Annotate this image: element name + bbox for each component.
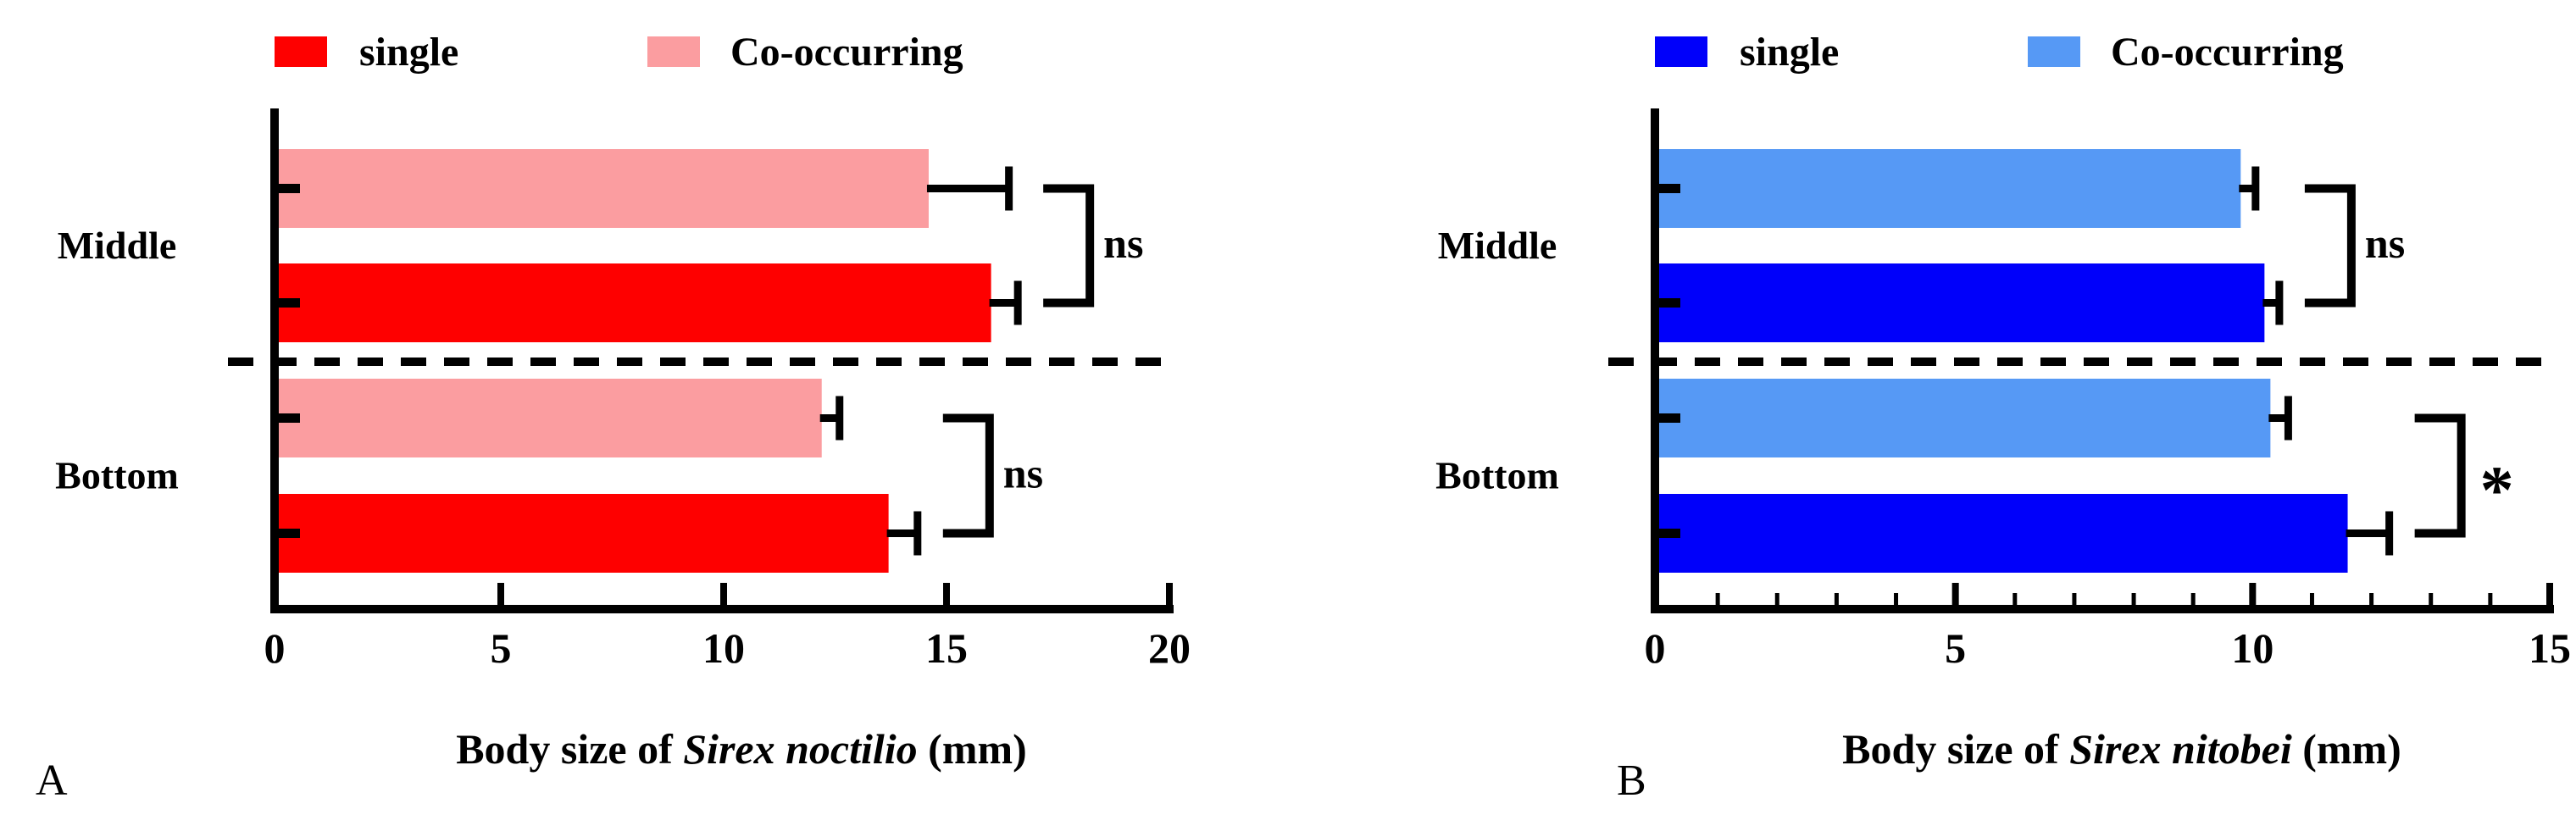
x-axis-minor-tick bbox=[1834, 593, 1839, 605]
x-axis-minor-tick bbox=[2369, 593, 2374, 605]
significance-bracket-middle bbox=[2304, 184, 2356, 308]
x-axis-minor-tick bbox=[2012, 593, 2018, 605]
x-axis-major-tick bbox=[943, 583, 950, 605]
y-axis-tick bbox=[1658, 529, 1680, 538]
x-tick-label: 5 bbox=[1945, 624, 1966, 672]
x-axis-major-tick bbox=[720, 583, 727, 605]
bar-co-occurring-middle bbox=[278, 149, 929, 228]
x-axis-minor-tick bbox=[2488, 593, 2493, 605]
x-axis-major-tick bbox=[2249, 583, 2257, 605]
x-tick-label: 10 bbox=[2231, 624, 2273, 672]
y-axis-tick bbox=[278, 298, 300, 308]
x-tick-label: 10 bbox=[702, 624, 745, 672]
error-bar-line bbox=[2262, 299, 2279, 307]
error-bar-line bbox=[2268, 414, 2289, 422]
error-bar-line bbox=[2239, 185, 2256, 192]
legend-swatch-co-occurring bbox=[2028, 36, 2080, 67]
x-tick-label: 15 bbox=[2529, 624, 2571, 672]
y-axis-tick bbox=[1658, 184, 1680, 193]
x-axis-title: Body size of Sirex noctilio (mm) bbox=[456, 725, 1027, 773]
error-bar-cap bbox=[2275, 280, 2284, 325]
significance-label-middle: ns bbox=[1103, 219, 1143, 267]
legend-swatch-single bbox=[1655, 36, 1707, 67]
error-bar-line bbox=[886, 529, 918, 537]
error-bar-cap bbox=[2385, 511, 2394, 556]
x-axis-major-tick bbox=[2546, 583, 2553, 605]
y-axis-line bbox=[270, 108, 279, 613]
bar-single-middle bbox=[278, 263, 991, 342]
category-label-middle: Middle bbox=[58, 224, 177, 267]
x-axis-minor-tick bbox=[1894, 593, 1899, 605]
x-axis-minor-tick bbox=[2429, 593, 2434, 605]
error-bar-cap bbox=[913, 511, 922, 556]
x-axis-title-suffix: (mm) bbox=[2292, 725, 2401, 773]
category-label-middle: Middle bbox=[1438, 224, 1557, 267]
significance-label-middle: ns bbox=[2365, 219, 2405, 267]
x-axis-title-prefix: Body size of bbox=[1842, 725, 2069, 773]
error-bar-line bbox=[2346, 529, 2390, 537]
category-label-bottom: Bottom bbox=[55, 454, 179, 497]
x-axis-minor-tick bbox=[2309, 593, 2314, 605]
x-axis-title-species: Sirex nitobei bbox=[2069, 725, 2292, 773]
panel-letter-b: B bbox=[1617, 757, 1646, 805]
x-axis-line bbox=[270, 605, 1174, 613]
legend-label-co-occurring: Co-occurring bbox=[2111, 30, 2344, 75]
x-axis-line bbox=[1651, 605, 2554, 613]
significance-bracket-bottom bbox=[942, 413, 994, 538]
legend-swatch-single bbox=[275, 36, 327, 67]
y-axis-tick bbox=[278, 184, 300, 193]
legend-label-single: single bbox=[359, 30, 458, 75]
x-tick-label: 20 bbox=[1148, 624, 1191, 672]
y-axis-tick bbox=[278, 529, 300, 538]
x-axis-title-species: Sirex noctilio bbox=[683, 725, 917, 773]
x-axis-title: Body size of Sirex nitobei (mm) bbox=[1842, 725, 2401, 773]
error-bar-cap bbox=[1005, 166, 1013, 211]
bar-single-bottom bbox=[278, 494, 889, 573]
x-tick-label: 0 bbox=[264, 624, 286, 672]
x-axis-minor-tick bbox=[1774, 593, 1779, 605]
x-axis-major-tick bbox=[1166, 583, 1173, 605]
bar-co-occurring-bottom bbox=[1658, 379, 2271, 457]
x-tick-label: 15 bbox=[925, 624, 968, 672]
y-axis-tick bbox=[1658, 298, 1680, 308]
y-axis-tick bbox=[1658, 413, 1680, 423]
x-axis-major-tick bbox=[1951, 583, 1959, 605]
error-bar-line bbox=[926, 185, 1009, 192]
error-bar-cap bbox=[2251, 166, 2260, 211]
significance-bracket-bottom bbox=[2414, 413, 2466, 538]
significance-label-bottom: * bbox=[2480, 454, 2514, 529]
x-axis-title-prefix: Body size of bbox=[456, 725, 683, 773]
x-axis-minor-tick bbox=[2072, 593, 2077, 605]
panel-letter-a: A bbox=[36, 757, 68, 805]
significance-label-bottom: ns bbox=[1003, 450, 1043, 497]
significance-bracket-middle bbox=[1043, 184, 1095, 308]
legend-swatch-co-occurring bbox=[647, 36, 700, 67]
bar-single-middle bbox=[1658, 263, 2265, 342]
error-bar-line bbox=[989, 299, 1019, 307]
x-axis-minor-tick bbox=[2190, 593, 2196, 605]
y-axis-tick bbox=[278, 413, 300, 423]
y-axis-line bbox=[1651, 108, 1659, 613]
error-bar-cap bbox=[836, 396, 844, 441]
category-label-bottom: Bottom bbox=[1435, 454, 1559, 497]
bar-co-occurring-bottom bbox=[278, 379, 822, 457]
x-axis-minor-tick bbox=[2131, 593, 2136, 605]
x-tick-label: 5 bbox=[491, 624, 512, 672]
error-bar-cap bbox=[2284, 396, 2292, 441]
legend-label-co-occurring: Co-occurring bbox=[730, 30, 963, 75]
bar-single-bottom bbox=[1658, 494, 2348, 573]
x-axis-minor-tick bbox=[1715, 593, 1720, 605]
x-axis-major-tick bbox=[497, 583, 504, 605]
x-tick-label: 0 bbox=[1645, 624, 1666, 672]
error-bar-cap bbox=[1013, 280, 1022, 325]
legend-label-single: single bbox=[1740, 30, 1839, 75]
x-axis-title-suffix: (mm) bbox=[918, 725, 1027, 773]
bar-co-occurring-middle bbox=[1658, 149, 2241, 228]
error-bar-line bbox=[819, 414, 840, 422]
